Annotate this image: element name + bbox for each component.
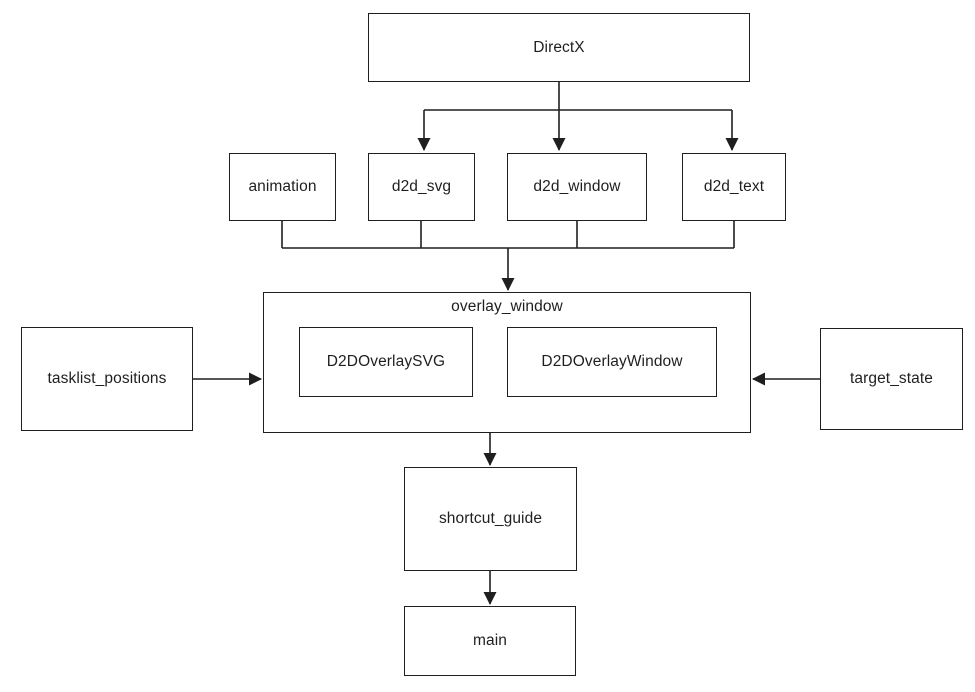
node-d2d-svg: d2d_svg	[368, 153, 475, 221]
node-shortcut-guide: shortcut_guide	[404, 467, 577, 571]
node-directx: DirectX	[368, 13, 750, 82]
node-d2d-text: d2d_text	[682, 153, 786, 221]
node-target-state: target_state	[820, 328, 963, 430]
node-d2d-overlay-svg: D2DOverlaySVG	[299, 327, 473, 397]
overlay-window-label: overlay_window	[451, 298, 563, 315]
node-d2d-window: d2d_window	[507, 153, 647, 221]
node-tasklist-positions: tasklist_positions	[21, 327, 193, 431]
node-main: main	[404, 606, 576, 676]
node-d2d-overlay-window: D2DOverlayWindow	[507, 327, 717, 397]
node-animation: animation	[229, 153, 336, 221]
